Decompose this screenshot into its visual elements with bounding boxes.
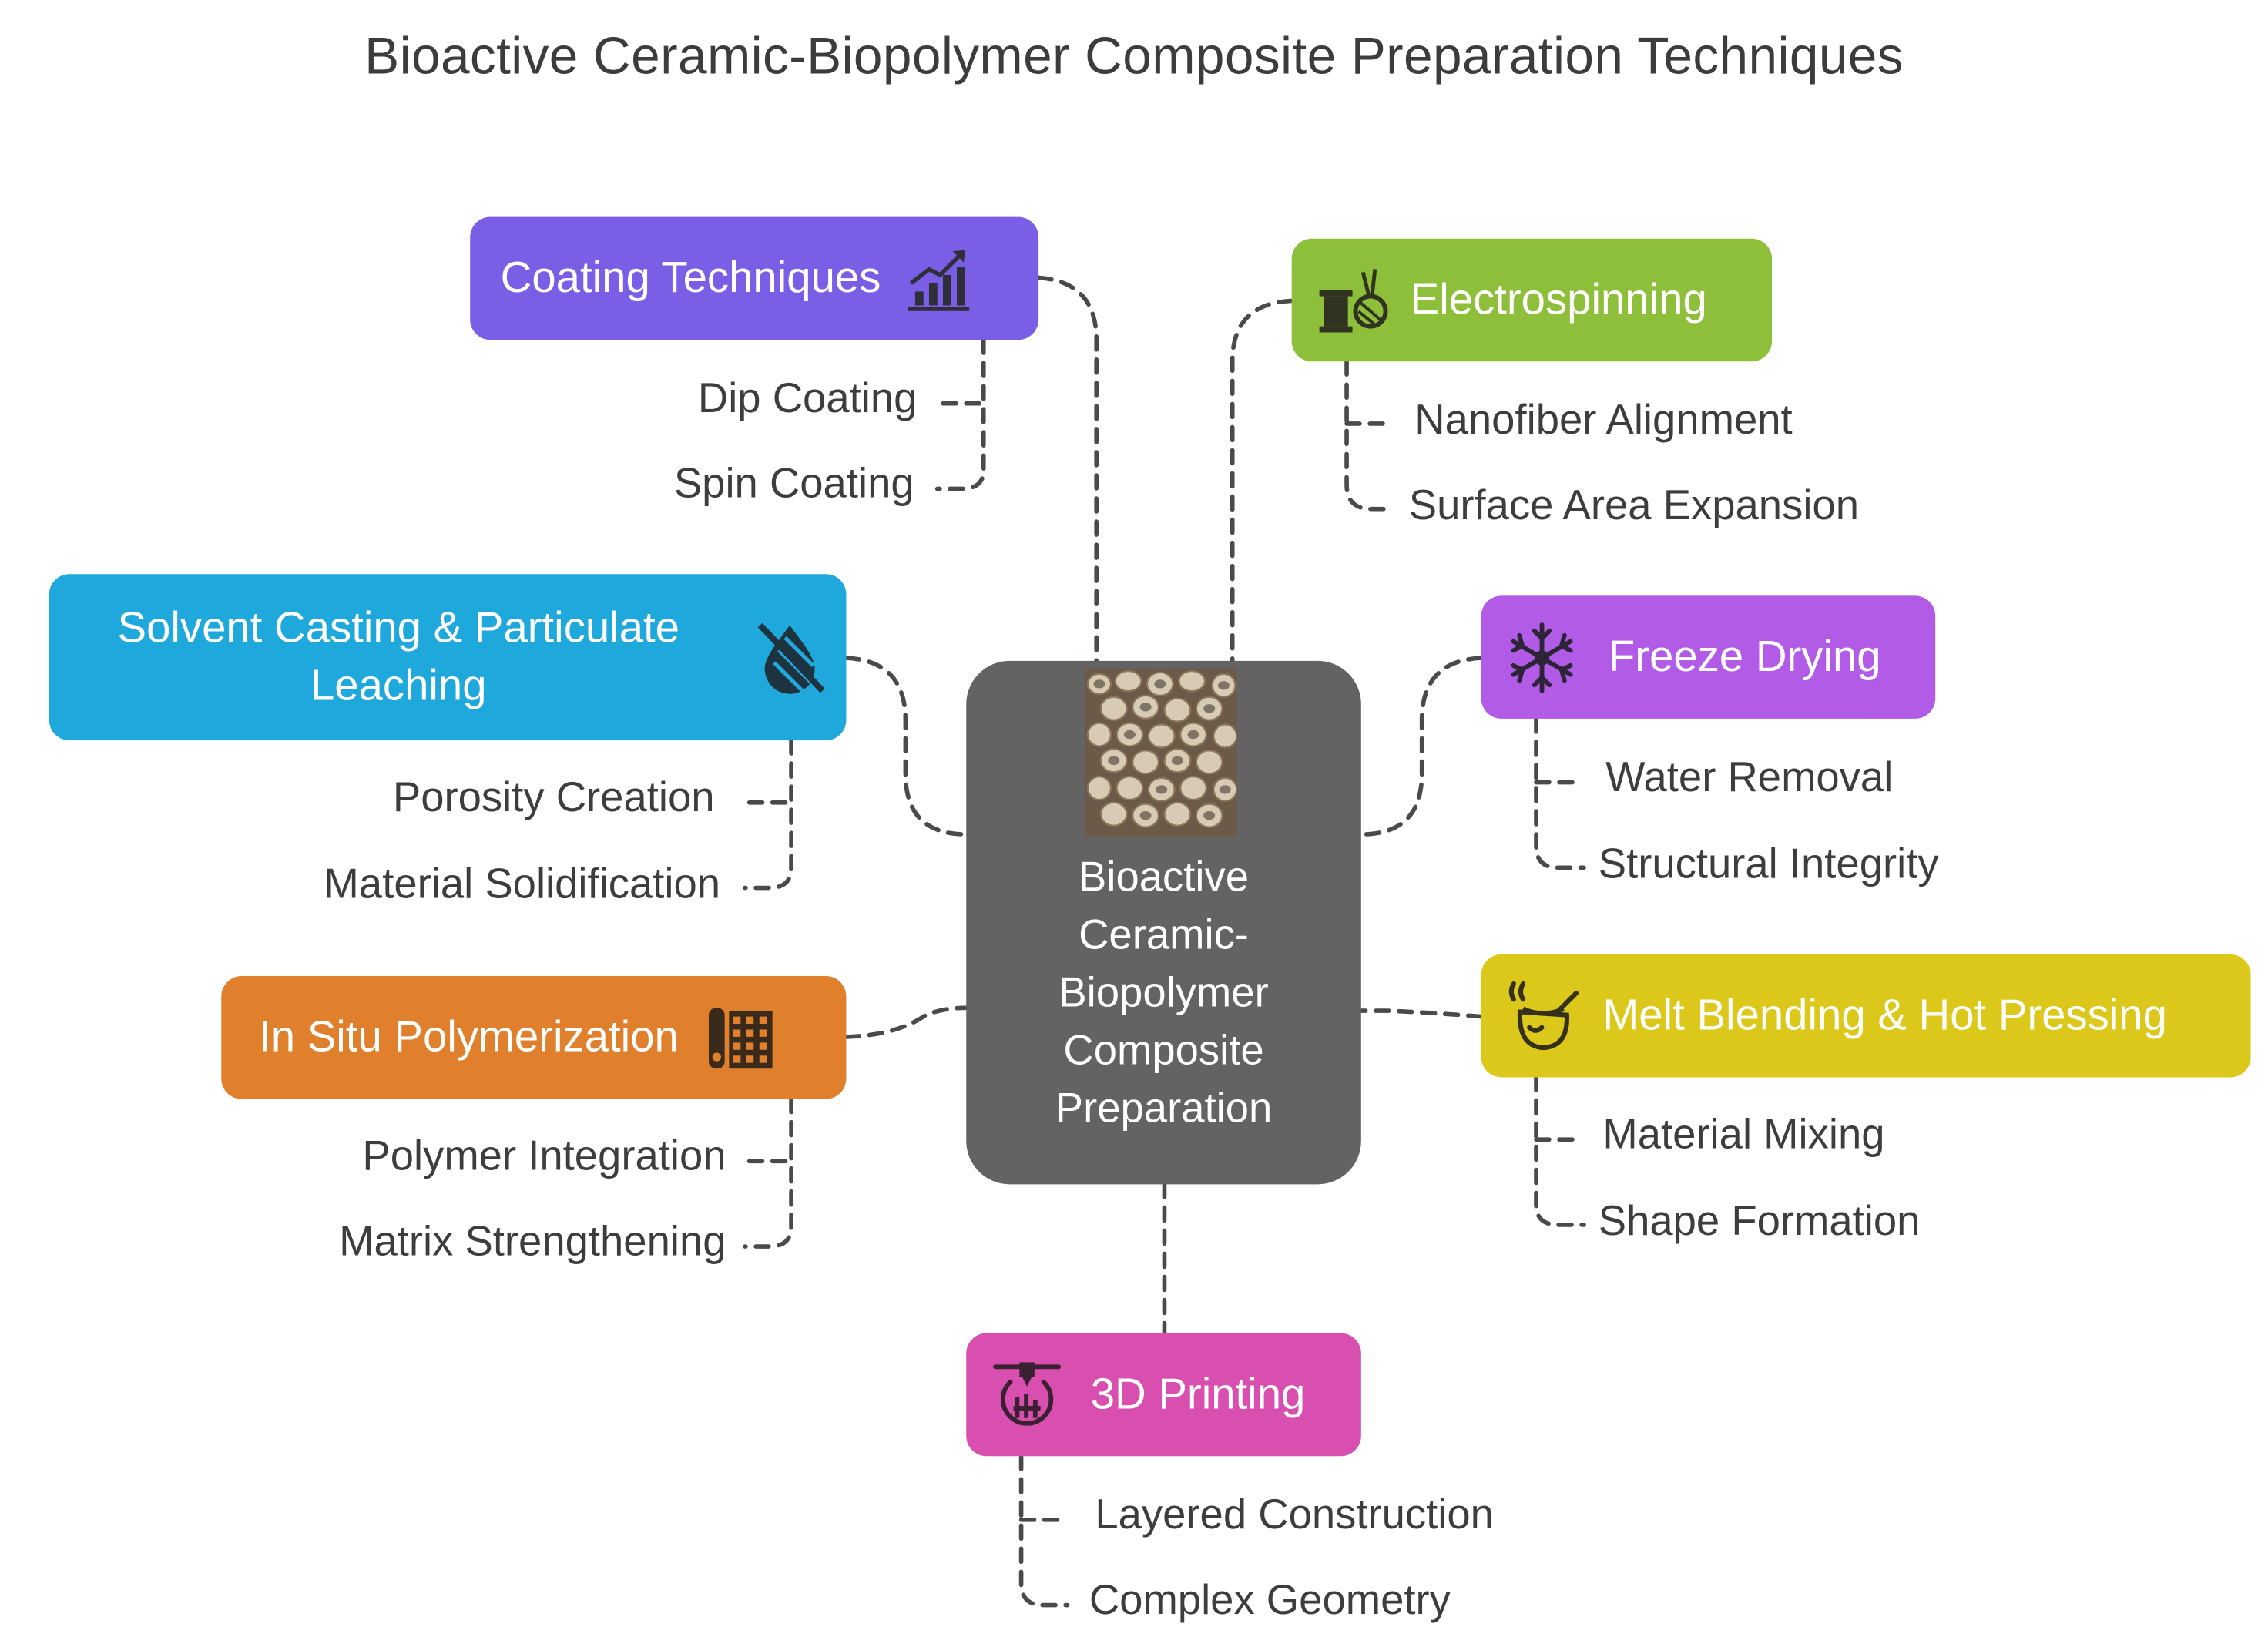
center-label: Bioactive Ceramic- Biopolymer Composite …	[966, 849, 1361, 1138]
item-spin-coating: Spin Coating	[673, 461, 914, 508]
yarn-spool-icon	[1319, 268, 1388, 332]
item-surface-area-expansion: Surface Area Expansion	[1408, 482, 1860, 530]
item-matrix-strengthening: Matrix Strengthening	[339, 1219, 726, 1266]
item-dip-coating: Dip Coating	[697, 376, 918, 423]
node-melt-blending: Melt Blending & Hot Pressing	[1481, 954, 2251, 1078]
node-solvent-casting: Solvent Casting & Particulate Leaching	[49, 574, 847, 741]
center-line: Ceramic-	[1079, 912, 1249, 959]
node-label: Freeze Drying	[1608, 632, 1881, 681]
item-material-mixing: Material Mixing	[1602, 1112, 1885, 1159]
node-label: Solvent Casting & Particulate Leaching	[64, 599, 733, 715]
node-coating-techniques: Coating Techniques	[470, 216, 1039, 340]
item-layered-construction: Layered Construction	[1095, 1492, 1494, 1539]
center-line: Bioactive	[1079, 854, 1249, 901]
diagram-title: Bioactive Ceramic-Biopolymer Composite P…	[364, 25, 1904, 86]
item-structural-integrity: Structural Integrity	[1598, 841, 1939, 888]
item-polymer-integration: Polymer Integration	[362, 1133, 726, 1180]
item-shape-formation: Shape Formation	[1598, 1199, 1921, 1246]
node-label-line: Solvent Casting & Particulate	[117, 603, 680, 652]
item-nanofiber-alignment: Nanofiber Alignment	[1414, 397, 1793, 444]
node-in-situ-polymerization: In Situ Polymerization	[221, 976, 847, 1099]
node-3d-printing: 3D Printing	[966, 1333, 1361, 1457]
no-droplet-icon	[757, 622, 825, 693]
node-freeze-drying: Freeze Drying	[1481, 595, 1936, 719]
node-electrospinning: Electrospinning	[1291, 238, 1773, 362]
node-label: Electrospinning	[1410, 275, 1707, 324]
center-line: Composite	[1063, 1028, 1264, 1075]
item-porosity-creation: Porosity Creation	[392, 775, 715, 822]
center-line: Biopolymer	[1059, 970, 1269, 1017]
node-label: In Situ Polymerization	[259, 1012, 679, 1061]
3d-printer-icon	[993, 1361, 1062, 1425]
porous-scaffold-image	[1085, 669, 1237, 837]
node-label-line: Leaching	[310, 661, 487, 709]
grid-cylinder-icon	[709, 1007, 773, 1068]
node-label: Melt Blending & Hot Pressing	[1602, 991, 2168, 1039]
center-line: Preparation	[1055, 1085, 1273, 1132]
snowflake-icon	[1511, 622, 1573, 693]
item-material-solidification: Material Solidification	[324, 861, 721, 908]
center-node: Bioactive Ceramic- Biopolymer Composite …	[966, 660, 1361, 1185]
item-complex-geometry: Complex Geometry	[1089, 1577, 1451, 1624]
node-label: 3D Printing	[1090, 1370, 1306, 1418]
item-water-removal: Water Removal	[1605, 754, 1894, 801]
bar-chart-trend-icon	[908, 249, 970, 310]
node-label: Coating Techniques	[500, 253, 881, 302]
melting-pot-icon	[1508, 981, 1579, 1050]
